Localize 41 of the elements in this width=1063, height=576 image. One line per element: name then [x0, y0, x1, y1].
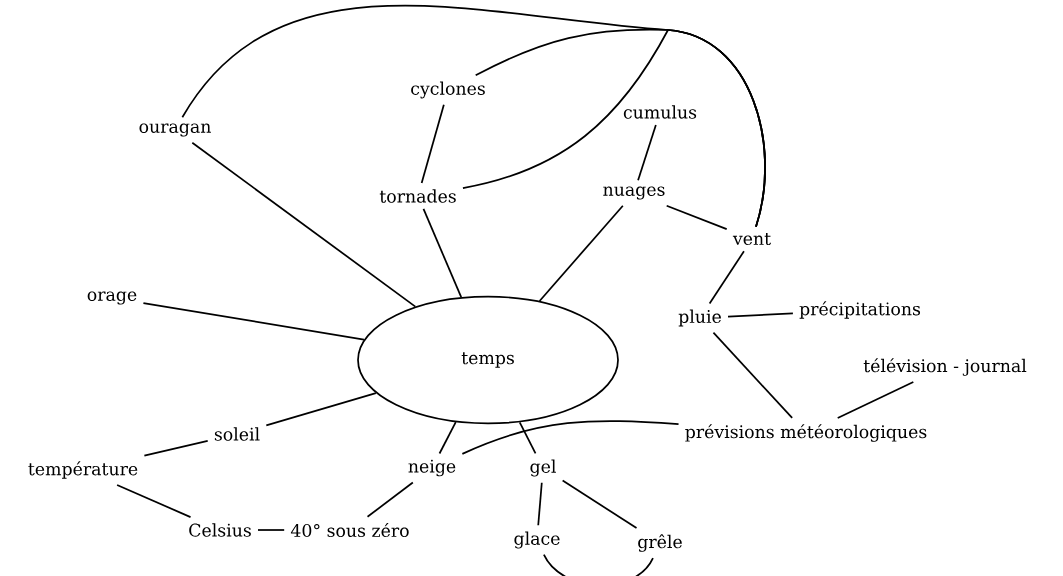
connector-line	[191, 141, 417, 308]
concept-label: vent	[732, 233, 771, 246]
concept-label: glace	[514, 531, 560, 549]
connector-line	[727, 312, 794, 318]
connector-line	[538, 204, 624, 302]
connector-line	[116, 484, 192, 518]
connector-line	[420, 103, 445, 184]
concept-label: orage	[87, 291, 137, 305]
connector-line	[561, 479, 638, 529]
concept-label: soleil	[214, 427, 260, 441]
connector-line	[836, 381, 915, 419]
concept-label: nuages	[603, 186, 665, 200]
connector-line	[461, 420, 680, 455]
connector-line	[543, 553, 654, 576]
connector-line	[438, 421, 457, 455]
connector-line	[712, 331, 793, 419]
connector-line	[366, 481, 414, 518]
connector-line	[142, 302, 365, 341]
concept-label: pluie	[678, 309, 721, 327]
concept-label: cyclones	[411, 81, 485, 99]
concept-label: tornades	[379, 189, 456, 203]
concept-label: ouragan	[139, 123, 211, 137]
concept-label: cumulus	[623, 105, 697, 119]
connector-line	[637, 124, 657, 182]
connector-line	[665, 204, 728, 231]
connector-line	[265, 392, 377, 427]
connector-line	[708, 250, 745, 305]
concept-label: prévisions météorologiques	[685, 424, 927, 442]
connector-line	[518, 421, 537, 455]
concept-label: température	[28, 461, 138, 479]
connector-line	[257, 529, 286, 531]
concept-label: Celsius	[189, 523, 251, 537]
concept-label: gel	[530, 459, 556, 477]
connector-line	[143, 440, 209, 457]
concept-label: télévision - journal	[863, 358, 1027, 376]
concept-label: précipitations	[799, 301, 921, 319]
concept-label: 40° sous zéro	[290, 522, 409, 538]
concept-label: grêle	[638, 534, 682, 552]
connector-line	[422, 208, 463, 299]
connector-line	[537, 481, 543, 527]
concept-label: neige	[408, 459, 456, 477]
